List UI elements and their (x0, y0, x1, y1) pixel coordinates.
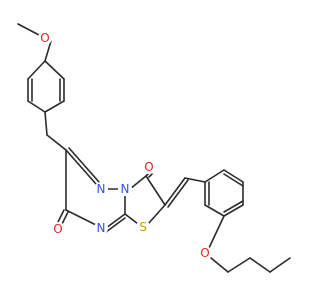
atom-background (118, 182, 132, 196)
bond-c-n-top (65, 149, 97, 185)
bond-ch2-triazine (46, 134, 67, 151)
atom-background (94, 182, 108, 196)
atom-label: O (144, 160, 153, 174)
bond-carbonyl-c-exo (145, 175, 166, 206)
atom-label: N (121, 182, 130, 196)
atom-label: N (97, 182, 106, 196)
atom-label: O (200, 246, 209, 260)
atom-o-butoxy: O (198, 246, 212, 260)
bond-ring-a-4 (44, 100, 65, 113)
bond-ring-a-3 (27, 100, 46, 113)
bond-ring-b-2 (223, 169, 244, 183)
atom-layer: O N N O O N S O (38, 31, 212, 260)
bond-c-n-bottom (65, 209, 97, 226)
bond-c-o-left (57, 209, 65, 223)
atom-o-ketone-left: O (51, 222, 65, 236)
atom-background (136, 220, 150, 234)
bond-ch-ring (184, 177, 206, 183)
bond-n-c-fused-second-line (105, 217, 126, 233)
bond-s-c-fused (124, 213, 139, 225)
molecule-structure-diagram: O N N O O N S O (17, 23, 291, 273)
bond-ring-b-5 (204, 204, 225, 217)
atom-background (51, 222, 65, 236)
atom-n-ring-top: N (94, 182, 108, 196)
atom-o-methoxy: O (38, 31, 52, 45)
bond-methyl-o (17, 23, 40, 36)
bond-layer (17, 23, 291, 273)
atom-label: O (53, 222, 62, 236)
bond-c-n-top-second-line (68, 147, 100, 183)
bond-n-c-carbonyl (129, 175, 147, 190)
bond-ring-b-2-second-line (223, 173, 244, 187)
bond-n-c-fused (105, 213, 126, 229)
bond-ring-b-1 (204, 169, 225, 183)
bond-chain-3 (269, 257, 291, 273)
bond-benzyl-ch2 (44, 111, 48, 136)
bond-ring-b-4 (223, 204, 244, 217)
bond-exo-double (164, 177, 186, 206)
bond-ring-a-1 (27, 60, 46, 80)
bond-c-o-top-second-line (148, 173, 153, 178)
atom-label: O (40, 31, 49, 45)
bond-chain-1 (227, 257, 251, 273)
atom-background (38, 31, 52, 45)
atom-background (198, 246, 212, 260)
atom-background (142, 160, 156, 174)
bond-ring-o (208, 215, 225, 249)
bond-o-ch2 (210, 257, 229, 273)
atom-label: S (139, 220, 147, 234)
bond-o-ring (44, 40, 52, 62)
bond-chain-2 (249, 257, 271, 273)
atom-background (94, 221, 108, 235)
atom-n-ring-fused: N (118, 182, 132, 196)
bond-ring-b-4-second-line (223, 200, 244, 213)
bond-c-o-left-second-line (61, 211, 69, 225)
bond-ring-a-6 (44, 60, 65, 80)
atom-o-ketone-top: O (142, 160, 156, 174)
atom-label: N (97, 221, 106, 235)
atom-s-thiazole: S (136, 220, 150, 234)
atom-n-ring-bottom: N (94, 221, 108, 235)
bond-c-s (147, 204, 166, 225)
bond-exo-double-second-line (167, 179, 189, 208)
